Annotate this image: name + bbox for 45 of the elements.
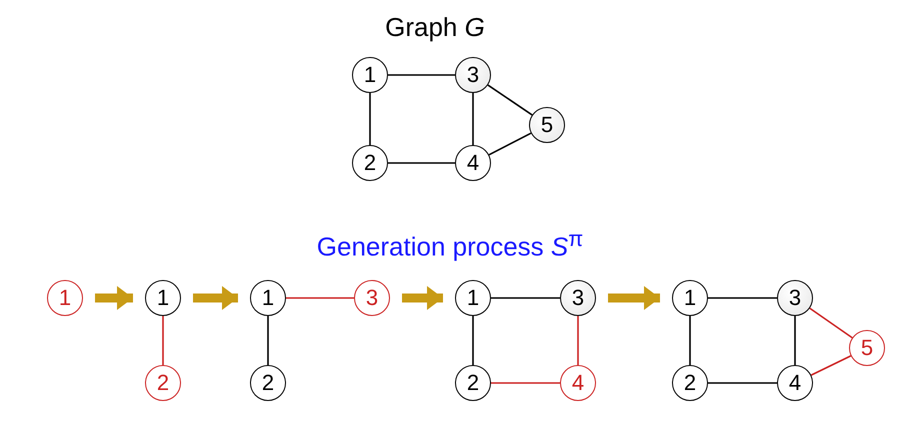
graph-edge bbox=[491, 382, 560, 384]
graph-edge bbox=[708, 382, 777, 384]
node-circle: 1 bbox=[352, 57, 388, 93]
graph-edge bbox=[388, 162, 455, 164]
graph-edge bbox=[369, 93, 371, 145]
graph-edge bbox=[809, 308, 853, 338]
node-circle: 3 bbox=[777, 280, 813, 316]
node-circle: 3 bbox=[354, 280, 390, 316]
graph-edge bbox=[472, 93, 474, 145]
block-arrow bbox=[193, 286, 238, 310]
node-circle: 2 bbox=[352, 145, 388, 181]
node-circle: 1 bbox=[47, 280, 83, 316]
graph-edge bbox=[472, 316, 474, 365]
graph-edge bbox=[388, 74, 455, 76]
graph-edge bbox=[577, 316, 579, 365]
node-circle: 1 bbox=[145, 280, 181, 316]
node-circle: 2 bbox=[145, 365, 181, 401]
node-circle: 4 bbox=[777, 365, 813, 401]
node-circle: 1 bbox=[250, 280, 286, 316]
graph-edge bbox=[267, 316, 269, 365]
node-circle: 5 bbox=[849, 330, 885, 366]
block-arrow bbox=[95, 286, 133, 310]
graph-edge bbox=[487, 84, 533, 116]
node-circle: 3 bbox=[455, 57, 491, 93]
graph-edge bbox=[162, 316, 164, 365]
node-circle: 3 bbox=[560, 280, 596, 316]
node-circle: 4 bbox=[455, 145, 491, 181]
node-circle: 2 bbox=[672, 365, 708, 401]
graph-edge bbox=[810, 355, 852, 376]
node-circle: 1 bbox=[672, 280, 708, 316]
node-circle: 1 bbox=[455, 280, 491, 316]
node-circle: 4 bbox=[560, 365, 596, 401]
node-circle: 2 bbox=[250, 365, 286, 401]
graph-edge bbox=[488, 132, 532, 156]
title: Graph G bbox=[385, 12, 485, 43]
block-arrow bbox=[402, 286, 443, 310]
node-circle: 2 bbox=[455, 365, 491, 401]
node-circle: 5 bbox=[529, 107, 565, 143]
graph-edge bbox=[794, 316, 796, 365]
graph-edge bbox=[689, 316, 691, 365]
graph-edge bbox=[286, 297, 354, 299]
graph-edge bbox=[491, 297, 560, 299]
graph-edge bbox=[708, 297, 777, 299]
block-arrow bbox=[608, 286, 660, 310]
section-heading: Generation process S$^{π}$ bbox=[316, 226, 584, 263]
